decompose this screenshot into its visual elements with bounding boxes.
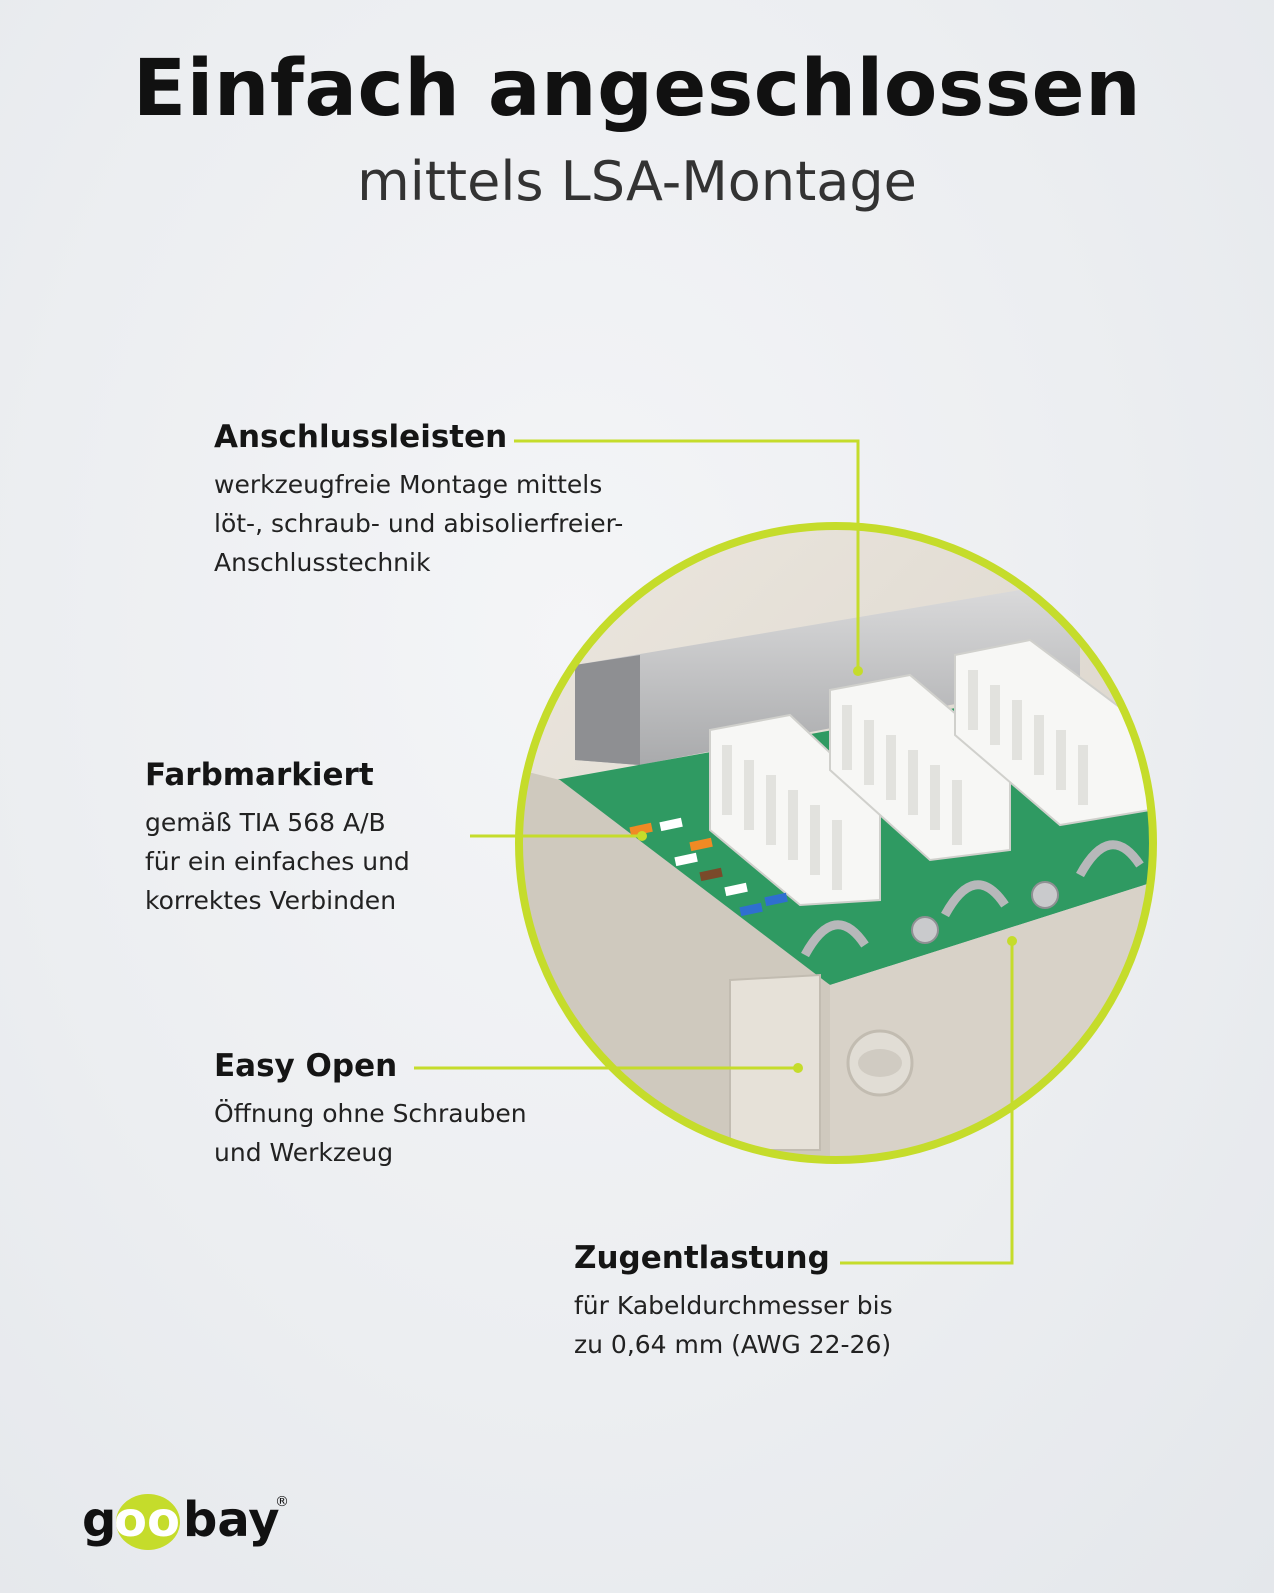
feature-anschlussleisten: Anschlussleisten werkzeugfreie Montage m… <box>214 419 623 582</box>
feature-text: und Werkzeug <box>214 1138 394 1167</box>
page-subtitle: mittels LSA-Montage <box>357 150 917 213</box>
feature-text: für ein einfaches und <box>145 847 410 876</box>
goobay-logo-icon: g oo bay ® <box>80 1484 300 1564</box>
feature-easy-open: Easy Open Öffnung ohne Schrauben und Wer… <box>214 1048 527 1172</box>
svg-text:oo: oo <box>114 1492 180 1548</box>
feature-text: Öffnung ohne Schrauben <box>214 1099 527 1128</box>
feature-text: Anschlusstechnik <box>214 548 431 577</box>
feature-text: korrektes Verbinden <box>145 886 397 915</box>
feature-farbmarkiert: Farbmarkiert gemäß TIA 568 A/B für ein e… <box>145 757 410 920</box>
feature-text: gemäß TIA 568 A/B <box>145 808 386 837</box>
feature-heading: Anschlussleisten <box>214 419 508 455</box>
product-photo <box>519 526 1153 1160</box>
callout-anschlussleisten <box>514 439 860 670</box>
easy-open-latch <box>729 973 821 1151</box>
feature-zugentlastung: Zugentlastung für Kabeldurchmesser bis z… <box>574 1240 893 1364</box>
color-code-markings <box>629 817 788 917</box>
page-title: Einfach angeschlossen <box>132 44 1142 134</box>
feature-text: löt-, schraub- und abisolierfreier- <box>214 509 624 538</box>
lsa-block-2 <box>829 673 1011 862</box>
feature-text: für Kabeldurchmesser bis <box>574 1291 893 1320</box>
logo-mark: g oo bay ® <box>82 1492 289 1550</box>
callout-lines <box>414 439 1014 1265</box>
callout-zugentlastung <box>840 941 1014 1265</box>
logo-registered: ® <box>275 1494 289 1510</box>
accent-ring <box>515 522 1157 1164</box>
svg-text:g: g <box>82 1492 116 1548</box>
feature-heading: Zugentlastung <box>574 1240 830 1276</box>
feature-heading: Easy Open <box>214 1048 398 1084</box>
feature-heading: Farbmarkiert <box>145 757 374 793</box>
strain-relief-clips <box>801 840 1144 958</box>
feature-text: werkzeugfreie Montage mittels <box>214 470 603 499</box>
metal-shield <box>575 590 1080 765</box>
svg-text:bay: bay <box>183 1492 280 1548</box>
feature-text: zu 0,64 mm (AWG 22-26) <box>574 1330 892 1359</box>
